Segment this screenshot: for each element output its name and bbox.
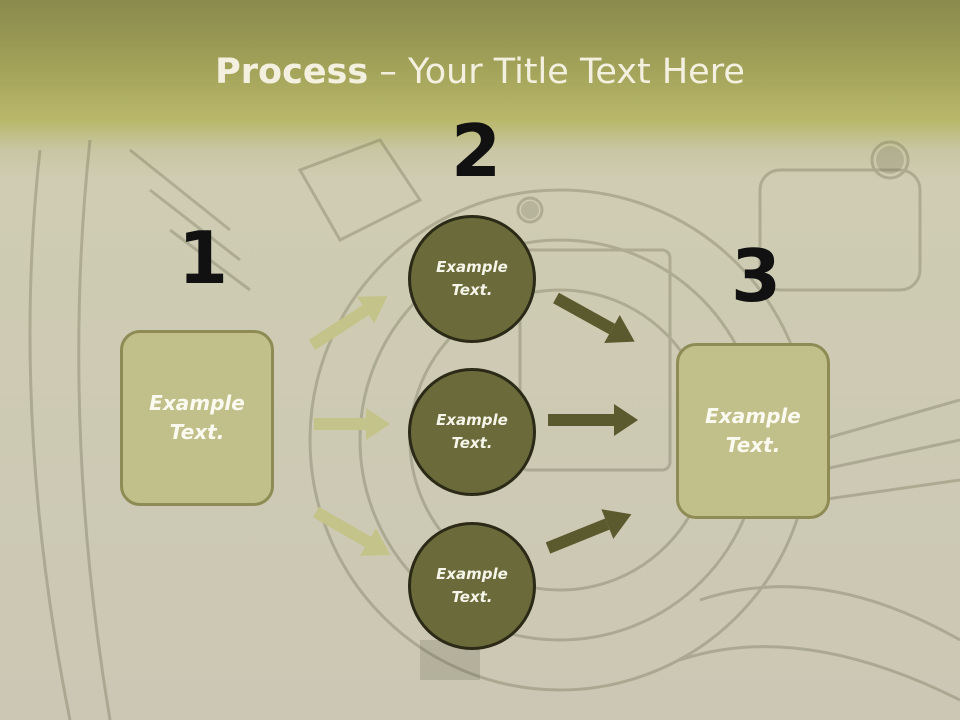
arrow-right-middle: [548, 404, 638, 436]
arrow-left-down: [313, 506, 391, 556]
arrow-right-up: [545, 509, 632, 554]
step-2-circle-middle-text: Example Text.: [436, 411, 508, 452]
step-number-2: 2: [451, 109, 502, 193]
step-2-circle-bottom-text: Example Text.: [436, 565, 508, 606]
step-1-box: Example Text.: [120, 330, 274, 506]
slide-title: Process – Your Title Text Here: [0, 52, 960, 92]
step-2-circle-top-text: Example Text.: [436, 258, 508, 299]
step-2-circle-top: Example Text.: [408, 215, 536, 343]
step-3-box: Example Text.: [676, 343, 830, 519]
step-2-circle-bottom: Example Text.: [408, 522, 536, 650]
step-number-3: 3: [731, 234, 782, 318]
arrow-right-down: [553, 292, 635, 344]
step-2-circle-middle: Example Text.: [408, 368, 536, 496]
step-number-1: 1: [178, 216, 229, 300]
step-3-text: Example Text.: [705, 404, 801, 457]
step-1-text: Example Text.: [149, 391, 245, 444]
title-bold: Process: [215, 52, 369, 92]
title-rest: – Your Title Text Here: [368, 52, 745, 92]
arrow-left-up: [308, 295, 388, 351]
arrow-left-middle: [314, 408, 390, 440]
